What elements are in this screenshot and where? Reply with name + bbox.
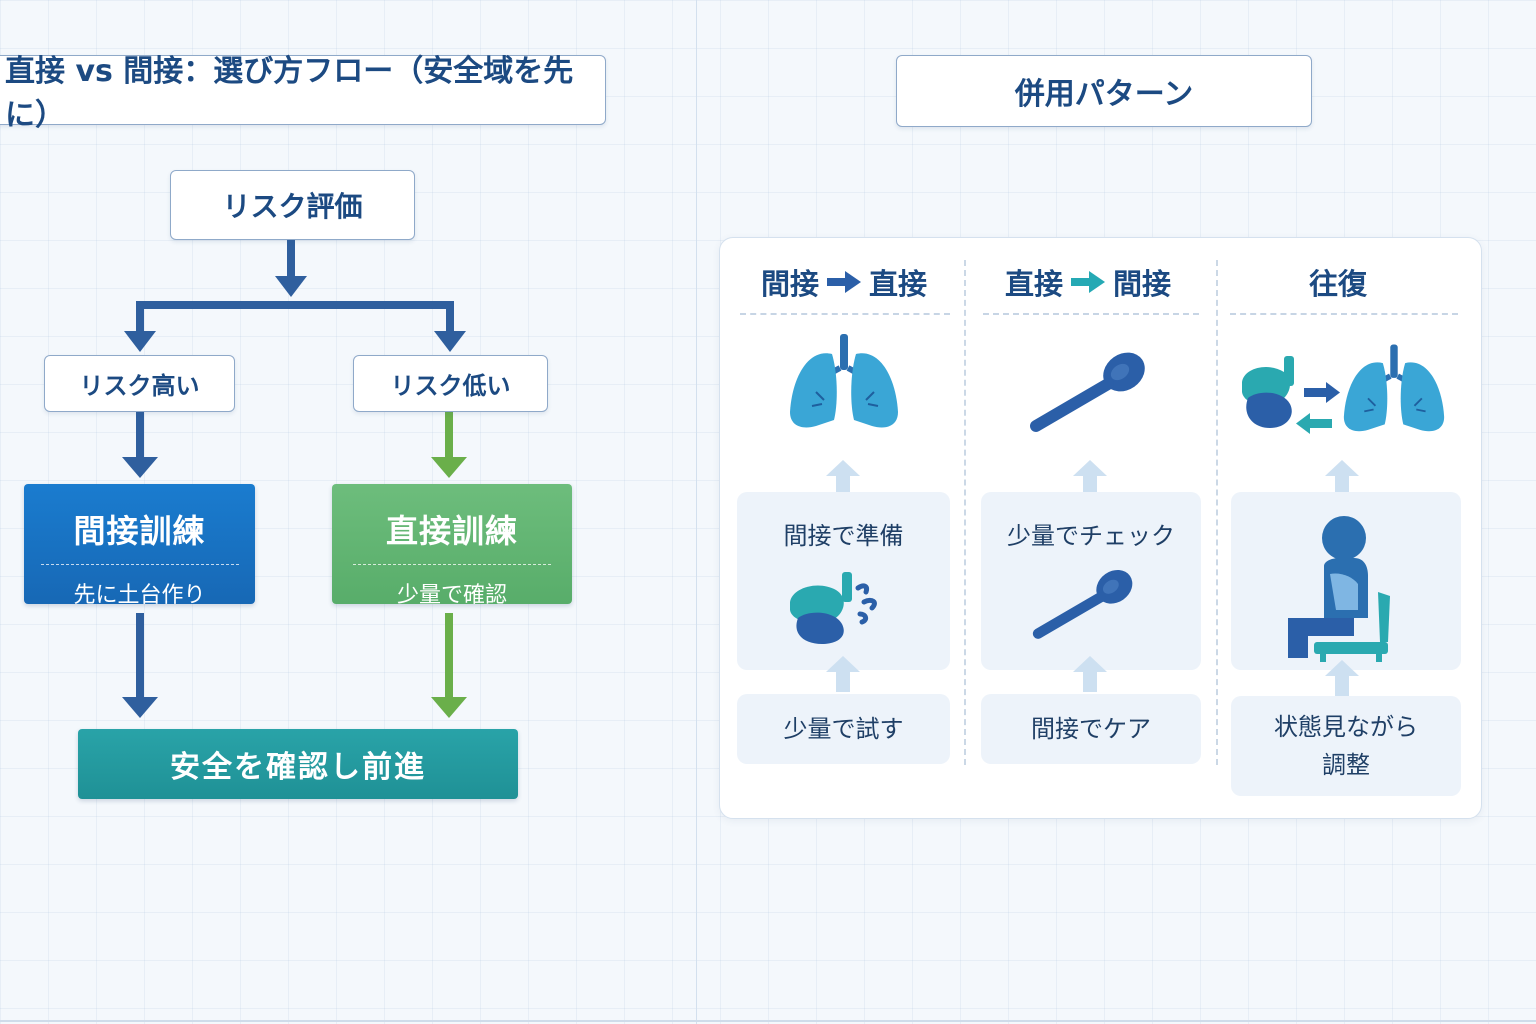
spoon-icon bbox=[1030, 352, 1145, 432]
pattern-2-bottom-label: 間接でケア bbox=[1031, 715, 1151, 743]
card-divider bbox=[40, 564, 239, 565]
up-arrow-icon bbox=[826, 656, 860, 692]
pattern-2-from: 直接 bbox=[1004, 267, 1063, 301]
pattern-3-bottom-label: 状態見ながら 調整 bbox=[1274, 713, 1418, 779]
swallow-organ-icon bbox=[790, 572, 877, 644]
pattern-1-bottom-label: 少量で試す bbox=[783, 715, 904, 743]
up-arrow-icon bbox=[1325, 660, 1359, 696]
up-arrow-icon bbox=[1073, 460, 1107, 496]
bottom-rule bbox=[0, 1020, 1536, 1022]
final-step-card: 安全を確認し前進 bbox=[78, 729, 518, 799]
lungs-icon bbox=[1343, 344, 1445, 432]
seated-person-icon bbox=[1288, 516, 1390, 662]
connector-low-direct bbox=[431, 411, 467, 478]
direct-training-title: 直接訓練 bbox=[385, 512, 518, 550]
header-underline bbox=[1230, 313, 1458, 315]
connector-branch bbox=[124, 301, 466, 352]
header-underline bbox=[983, 313, 1199, 315]
pattern-2-middle-label: 少量でチェック bbox=[1007, 522, 1175, 550]
up-arrow-icon bbox=[1073, 656, 1107, 692]
pattern-2-header: 直接 間接 bbox=[982, 262, 1194, 302]
pattern-2-bottom-step: 間接でケア bbox=[981, 694, 1201, 764]
lungs-icon bbox=[790, 334, 898, 428]
connector-high-indirect bbox=[122, 411, 158, 478]
pattern-1-middle-step: 間接で準備 bbox=[737, 492, 950, 670]
pattern-3-header: 往復 bbox=[1230, 262, 1446, 302]
pattern-1-middle-label: 間接で準備 bbox=[783, 522, 904, 550]
direct-training-sub: 少量で確認 bbox=[396, 583, 507, 608]
pattern-1-from: 間接 bbox=[760, 267, 819, 301]
indirect-training-card: 間接訓練 先に土台作り bbox=[24, 484, 255, 608]
pattern-1-header: 間接 直接 bbox=[738, 262, 950, 302]
right-arrow-icon bbox=[827, 271, 861, 293]
column-separator bbox=[964, 260, 966, 765]
pattern-3-title: 往復 bbox=[1308, 267, 1367, 301]
high-risk-node: リスク高い bbox=[44, 355, 235, 412]
indirect-training-sub: 先に土台作り bbox=[73, 583, 206, 608]
spoon-icon bbox=[1032, 569, 1133, 639]
right-arrow-icon bbox=[1071, 271, 1105, 293]
up-arrow-icon bbox=[826, 460, 860, 496]
low-risk-node: リスク低い bbox=[353, 355, 548, 412]
indirect-training-title: 間接訓練 bbox=[73, 512, 206, 550]
flow-title: 直接 vs 間接：選び方フロー（安全域を先に） bbox=[0, 54, 606, 133]
up-arrow-icon bbox=[1325, 460, 1359, 496]
pattern-1-to: 直接 bbox=[869, 267, 928, 301]
card-divider bbox=[353, 564, 551, 565]
pattern-1-bottom-step: 少量で試す bbox=[737, 694, 950, 764]
connector-start bbox=[275, 238, 307, 297]
pattern-3-bottom-step: 状態見ながら 調整 bbox=[1231, 696, 1461, 796]
flow-connectors bbox=[122, 238, 467, 718]
connector-direct-final bbox=[431, 613, 467, 718]
direct-training-card: 直接訓練 少量で確認 bbox=[332, 484, 572, 608]
pattern-2-to: 間接 bbox=[1113, 267, 1172, 301]
pattern-2-middle-step: 少量でチェック bbox=[981, 492, 1201, 670]
header-underline bbox=[740, 313, 950, 315]
column-separator bbox=[1216, 260, 1218, 765]
section-divider bbox=[696, 0, 697, 1024]
patterns-title: 併用パターン bbox=[896, 55, 1312, 127]
risk-assessment-node: リスク評価 bbox=[170, 170, 415, 240]
connector-indirect-final bbox=[122, 613, 158, 718]
swallow-organ-icon bbox=[1242, 356, 1294, 428]
exchange-arrows-icon bbox=[1296, 382, 1340, 434]
